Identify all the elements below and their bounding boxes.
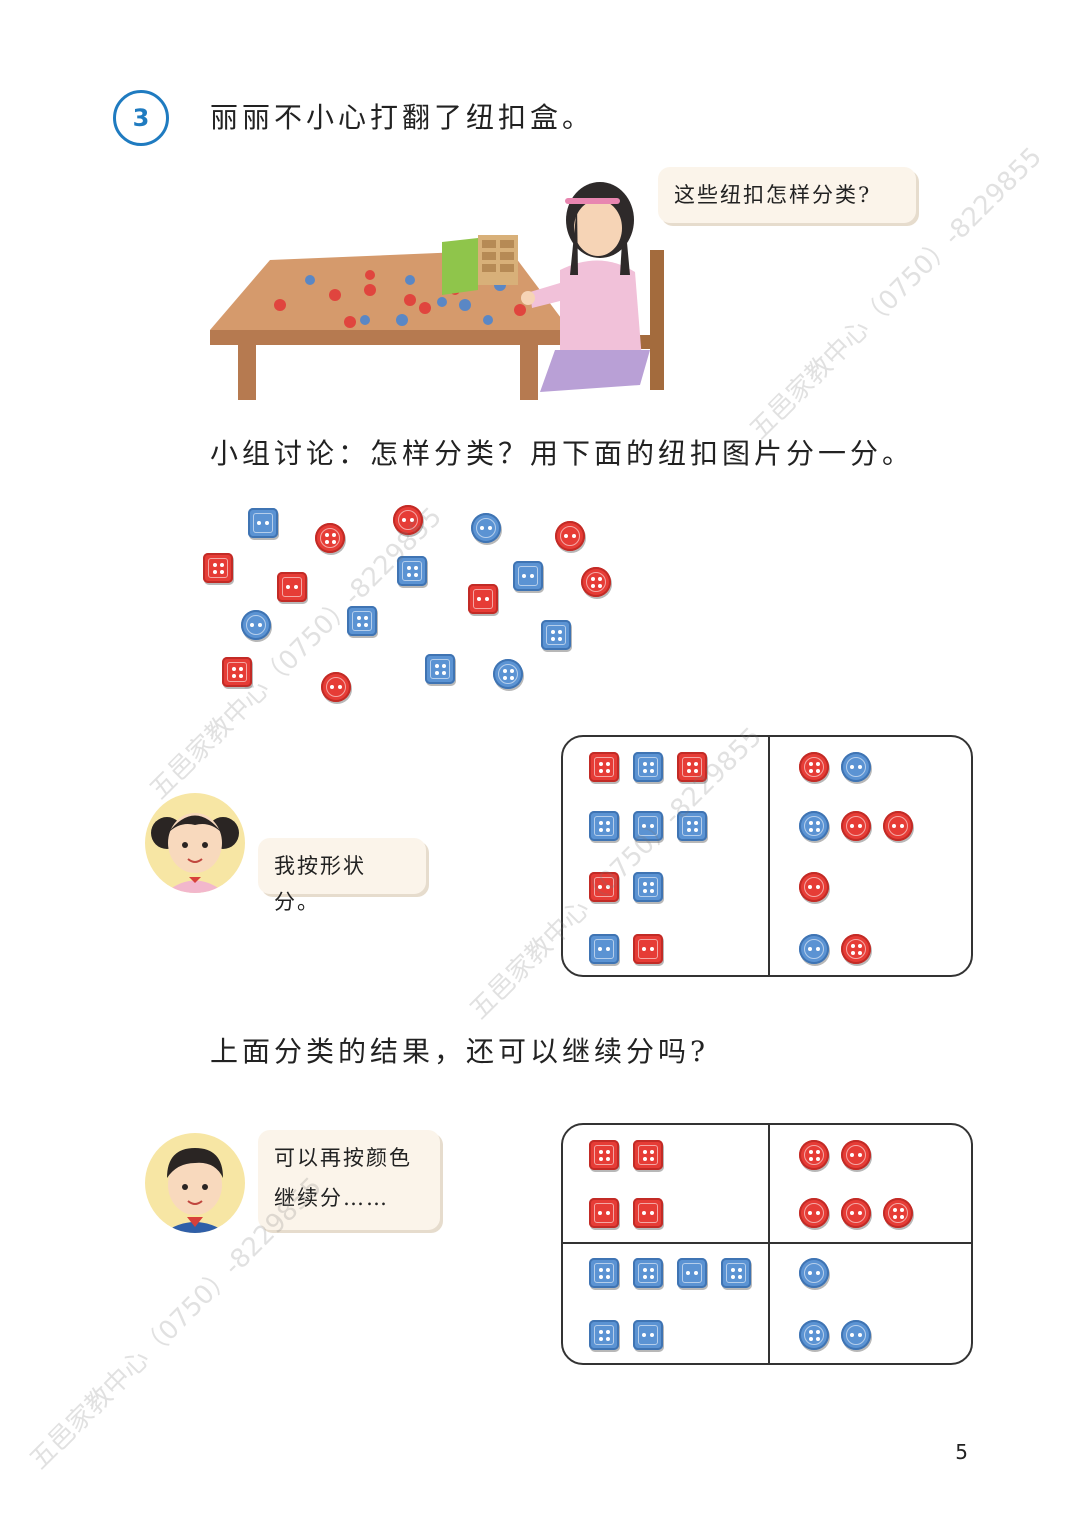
blue-square-button-icon bbox=[677, 1258, 707, 1288]
blue-square-button-icon bbox=[541, 620, 571, 650]
red-round-button-icon bbox=[799, 1140, 829, 1170]
blue-square-button-icon bbox=[397, 556, 427, 586]
problem-statement: 丽丽不小心打翻了纽扣盒。 bbox=[210, 101, 595, 134]
boy-avatar bbox=[145, 1133, 245, 1233]
second-sort-speech-line-2: 继续分…… bbox=[274, 1186, 389, 1210]
girl-speech-bubble: 这些纽扣怎样分类? bbox=[658, 167, 916, 223]
red-round-button-icon bbox=[555, 521, 585, 551]
blue-round-button-icon bbox=[799, 1320, 829, 1350]
blue-round-button-icon bbox=[471, 513, 501, 543]
blue-square-button-icon bbox=[677, 811, 707, 841]
red-round-button-icon bbox=[315, 523, 345, 553]
shape-color-sort-box bbox=[561, 1123, 973, 1365]
first-sort-speech-bubble: 我按形状分。 bbox=[258, 838, 426, 914]
red-round-button-icon bbox=[321, 672, 351, 702]
girl-avatar bbox=[145, 793, 245, 893]
red-square-button-icon bbox=[203, 553, 233, 583]
red-square-button-icon bbox=[589, 872, 619, 902]
blue-round-button-icon bbox=[841, 752, 871, 782]
shape-color-sort-divider-h bbox=[563, 1242, 971, 1244]
blue-round-button-icon bbox=[799, 1258, 829, 1288]
red-square-button-icon bbox=[633, 1140, 663, 1170]
red-square-button-icon bbox=[589, 752, 619, 782]
shape-sort-box bbox=[561, 735, 973, 977]
blue-square-button-icon bbox=[347, 606, 377, 636]
red-square-button-icon bbox=[222, 657, 252, 687]
red-round-button-icon bbox=[581, 567, 611, 597]
discussion-prompt: 小组讨论：怎样分类？用下面的纽扣图片分一分。 bbox=[210, 437, 915, 470]
blue-round-button-icon bbox=[799, 934, 829, 964]
girl-speech-text: 这些纽扣怎样分类? bbox=[674, 183, 872, 207]
blue-square-button-icon bbox=[589, 1258, 619, 1288]
red-round-button-icon bbox=[393, 505, 423, 535]
first-sort-speech-text: 我按形状分。 bbox=[274, 854, 366, 914]
red-round-button-icon bbox=[841, 811, 871, 841]
blue-round-button-icon bbox=[493, 659, 523, 689]
follow-up-question: 上面分类的结果，还可以继续分吗? bbox=[210, 1035, 710, 1068]
red-round-button-icon bbox=[799, 1198, 829, 1228]
red-square-button-icon bbox=[633, 934, 663, 964]
scattered-buttons-area bbox=[195, 495, 635, 715]
blue-square-button-icon bbox=[513, 561, 543, 591]
red-round-button-icon bbox=[799, 872, 829, 902]
red-round-button-icon bbox=[799, 752, 829, 782]
red-square-button-icon bbox=[677, 752, 707, 782]
blue-square-button-icon bbox=[633, 1320, 663, 1350]
red-square-button-icon bbox=[633, 1198, 663, 1228]
red-round-button-icon bbox=[883, 1198, 913, 1228]
red-square-button-icon bbox=[589, 1140, 619, 1170]
red-round-button-icon bbox=[883, 811, 913, 841]
blue-square-button-icon bbox=[633, 811, 663, 841]
shape-color-sort-divider-v bbox=[768, 1125, 770, 1363]
blue-square-button-icon bbox=[248, 508, 278, 538]
red-square-button-icon bbox=[468, 584, 498, 614]
red-round-button-icon bbox=[841, 1140, 871, 1170]
blue-square-button-icon bbox=[425, 654, 455, 684]
red-square-button-icon bbox=[589, 1198, 619, 1228]
blue-square-button-icon bbox=[633, 872, 663, 902]
spilled-button-box-illustration bbox=[210, 180, 680, 400]
page-number: 5 bbox=[955, 1440, 968, 1464]
red-round-button-icon bbox=[841, 1198, 871, 1228]
problem-number-badge: 3 bbox=[113, 90, 169, 146]
problem-number: 3 bbox=[132, 104, 150, 132]
blue-round-button-icon bbox=[241, 610, 271, 640]
second-sort-speech-line-1: 可以再按颜色 bbox=[274, 1146, 412, 1170]
red-square-button-icon bbox=[277, 572, 307, 602]
blue-round-button-icon bbox=[841, 1320, 871, 1350]
second-sort-speech-bubble: 可以再按颜色 继续分…… bbox=[258, 1130, 440, 1230]
blue-square-button-icon bbox=[633, 1258, 663, 1288]
red-round-button-icon bbox=[841, 934, 871, 964]
blue-square-button-icon bbox=[589, 1320, 619, 1350]
blue-square-button-icon bbox=[721, 1258, 751, 1288]
blue-square-button-icon bbox=[589, 811, 619, 841]
blue-round-button-icon bbox=[799, 811, 829, 841]
shape-sort-divider bbox=[768, 737, 770, 975]
blue-square-button-icon bbox=[633, 752, 663, 782]
blue-square-button-icon bbox=[589, 934, 619, 964]
